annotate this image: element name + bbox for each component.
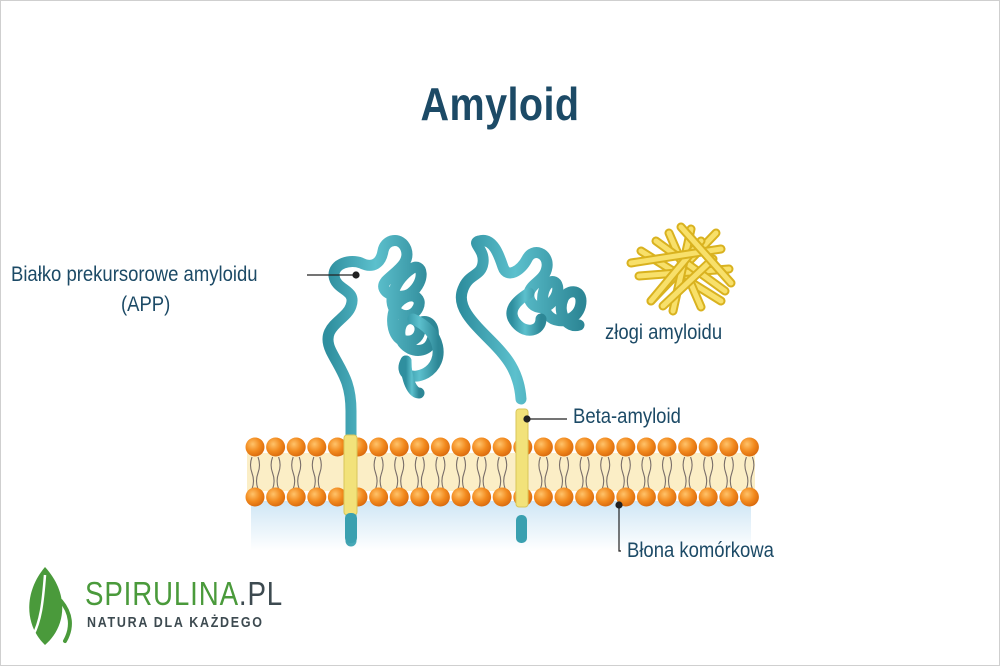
leader-lines (307, 271, 623, 552)
label-cell-membrane: Błona komórkowa (627, 539, 774, 562)
logo-name: SPIRULINA (85, 575, 239, 612)
logo-tld: .PL (238, 575, 284, 612)
label-app: Białko prekursorowe amyloidu (11, 263, 258, 286)
spirulina-leaf-icon (29, 567, 72, 645)
cell-membrane (245, 437, 759, 507)
label-amyloid-deposits: złogi amyloidu (605, 321, 723, 344)
app-protein-right (455, 235, 587, 543)
page-title: Amyloid (420, 78, 580, 130)
amyloid-fibrils-icon (626, 222, 736, 316)
cytoplasm-shade (251, 501, 751, 551)
logo-tagline: NATURA DLA KAŻDEGO (87, 615, 264, 631)
app-protein-left (322, 235, 444, 547)
label-beta-amyloid: Beta-amyloid (573, 405, 681, 428)
logo-wordmark[interactable]: SPIRULINA.PL (85, 575, 283, 613)
label-app-abbrev: (APP) (121, 293, 171, 316)
